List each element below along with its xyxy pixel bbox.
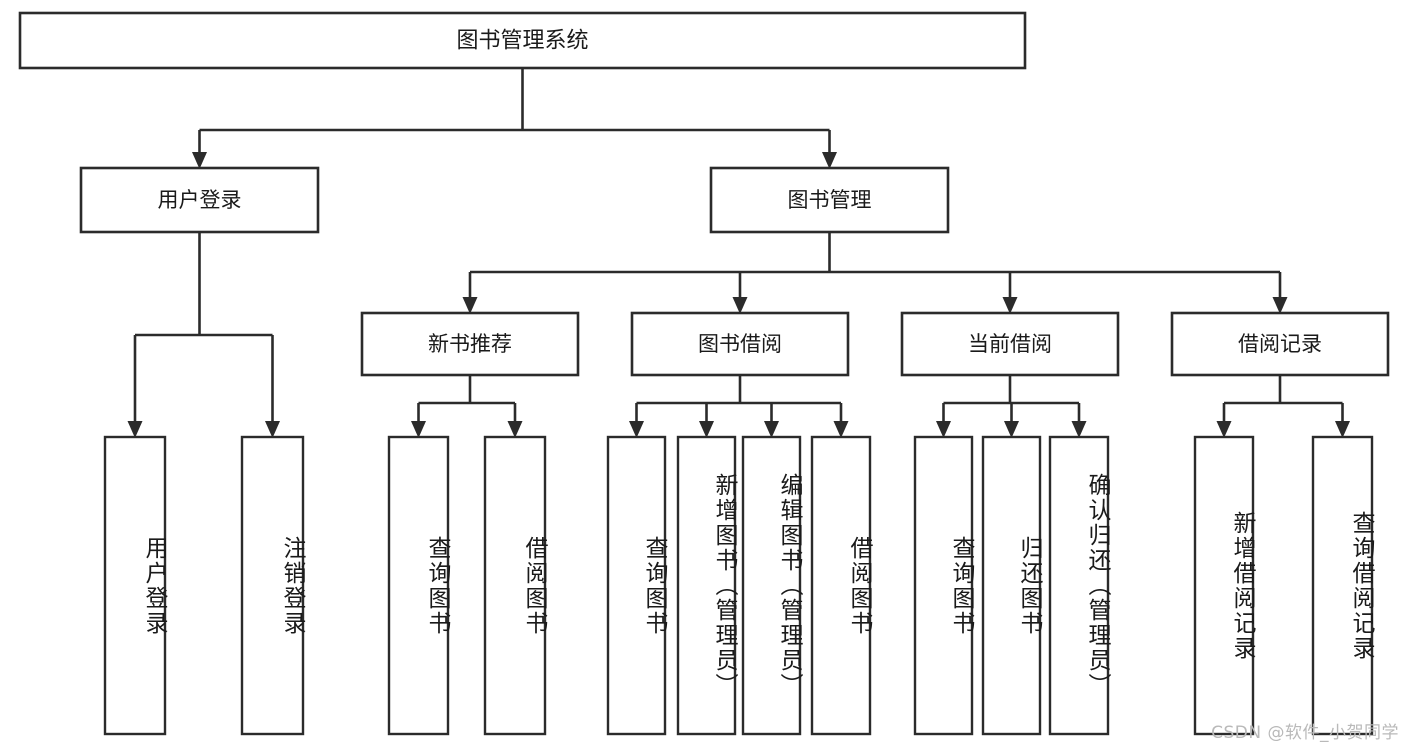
arrow-head-icon bbox=[192, 152, 207, 169]
node-label-root: 图书管理系统 bbox=[456, 29, 588, 54]
arrow-head-icon bbox=[1335, 421, 1350, 438]
node-box-leaf-edit-book-admin[interactable] bbox=[741, 435, 802, 736]
node-box-user-login[interactable] bbox=[79, 166, 320, 234]
arrow-head-icon bbox=[833, 421, 849, 438]
arrow-head-icon bbox=[822, 152, 837, 169]
node-box-leaf-borrow-book-1[interactable] bbox=[483, 435, 547, 736]
node-box-current-borrow[interactable] bbox=[900, 311, 1120, 377]
node-box-leaf-query-book-3[interactable] bbox=[913, 435, 974, 736]
node-box-leaf-add-book-admin[interactable] bbox=[676, 435, 737, 736]
arrow-head-icon bbox=[1002, 297, 1018, 314]
node-box-root[interactable] bbox=[18, 11, 1027, 70]
node-label-book-manage: 图书管理 bbox=[788, 188, 872, 212]
arrow-head-icon bbox=[936, 421, 951, 438]
node-box-leaf-user-logout[interactable] bbox=[240, 435, 305, 736]
arrow-head-icon bbox=[265, 421, 280, 438]
arrow-head-icon bbox=[699, 421, 714, 438]
arrow-head-icon bbox=[629, 421, 644, 438]
node-box-leaf-query-book-2[interactable] bbox=[606, 435, 667, 736]
node-box-leaf-query-book-1[interactable] bbox=[387, 435, 450, 736]
arrow-head-icon bbox=[411, 421, 426, 438]
arrow-head-icon bbox=[1071, 421, 1087, 438]
node-box-leaf-return-book[interactable] bbox=[981, 435, 1042, 736]
node-box-leaf-borrow-book-2[interactable] bbox=[810, 435, 872, 736]
node-label-new-book-rec: 新书推荐 bbox=[428, 332, 512, 356]
node-box-leaf-add-borrow-record[interactable] bbox=[1193, 435, 1255, 736]
arrow-head-icon bbox=[1216, 421, 1232, 438]
watermark-text: CSDN @软件_小贺同学 bbox=[1211, 723, 1399, 743]
node-label-user-login: 用户登录 bbox=[158, 188, 242, 212]
node-box-borrow-record[interactable] bbox=[1170, 311, 1390, 377]
node-box-book-manage[interactable] bbox=[709, 166, 950, 234]
node-box-leaf-query-borrow-record[interactable] bbox=[1311, 435, 1374, 736]
arrow-head-icon bbox=[1004, 421, 1019, 438]
node-label-current-borrow: 当前借阅 bbox=[968, 332, 1052, 356]
arrow-head-icon bbox=[732, 297, 748, 314]
arrow-head-icon bbox=[462, 297, 478, 314]
connector-layer bbox=[127, 68, 1350, 438]
node-box-leaf-confirm-return-admin[interactable] bbox=[1048, 435, 1110, 736]
node-box-new-book-rec[interactable] bbox=[360, 311, 580, 377]
node-label-book-borrow: 图书借阅 bbox=[698, 332, 782, 356]
node-label-borrow-record: 借阅记录 bbox=[1238, 332, 1322, 356]
node-box-leaf-user-login[interactable] bbox=[103, 435, 167, 736]
arrow-head-icon bbox=[127, 421, 143, 438]
arrow-head-icon bbox=[1272, 297, 1288, 314]
arrow-head-icon bbox=[507, 421, 523, 438]
node-box-layer bbox=[18, 11, 1390, 736]
arrow-head-icon bbox=[764, 421, 779, 438]
node-box-book-borrow[interactable] bbox=[630, 311, 850, 377]
